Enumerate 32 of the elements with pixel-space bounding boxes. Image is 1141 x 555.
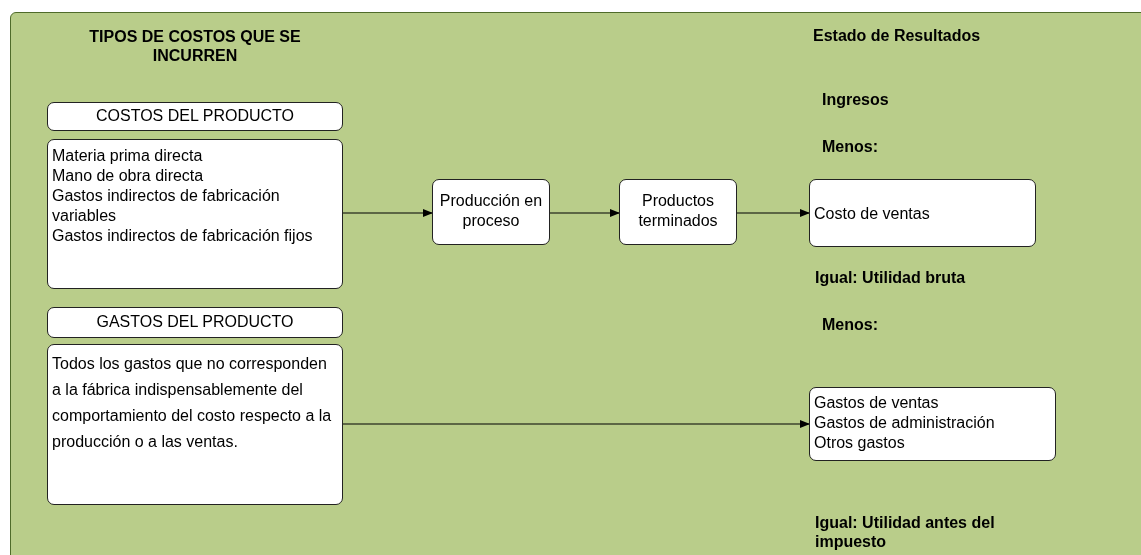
text-box <box>47 344 343 505</box>
list-item: Mano de obra directa <box>52 166 205 186</box>
statement-line: Ingresos <box>822 90 890 109</box>
arrow <box>736 209 810 217</box>
statement-line: Igual: Utilidad bruta <box>815 268 967 287</box>
list-item: Gastos de administración <box>814 413 996 433</box>
process-box <box>619 179 737 245</box>
list-item: Gastos indirectos de fabricación variables <box>52 186 281 226</box>
process-label: Producción en proceso <box>438 191 544 231</box>
header-box <box>47 307 343 338</box>
statement-line: Menos: <box>822 315 879 334</box>
section-heading: COSTOS DEL PRODUCTO <box>95 106 295 126</box>
list-item: Otros gastos <box>814 433 906 453</box>
heading: TIPOS DE COSTOS QUE SE INCURREN <box>88 27 302 65</box>
description-text: Todos los gastos que no corresponden a la fábrica indispensablemente del comportamiento del costo respecto a la producción o a las ventas. <box>52 354 333 452</box>
process-box <box>432 179 550 245</box>
list-item: Gastos indirectos de fabricación fijos <box>52 226 314 246</box>
account-box <box>809 179 1036 247</box>
arrow <box>342 420 810 428</box>
list-item: Gastos de ventas <box>814 393 940 413</box>
arrow <box>549 209 620 217</box>
statement-line: Igual: Utilidad antes del impuesto <box>815 513 996 551</box>
process-label: Productos terminados <box>637 191 719 231</box>
header-box <box>47 102 343 131</box>
cost-list-box <box>47 139 343 289</box>
heading: Estado de Resultados <box>813 26 982 45</box>
statement-line: Menos: <box>822 137 879 156</box>
list-item: Materia prima directa <box>52 146 204 166</box>
account-label: Costo de ventas <box>814 204 931 224</box>
account-list-box <box>809 387 1056 461</box>
arrow <box>342 209 433 217</box>
section-heading: GASTOS DEL PRODUCTO <box>95 312 295 332</box>
